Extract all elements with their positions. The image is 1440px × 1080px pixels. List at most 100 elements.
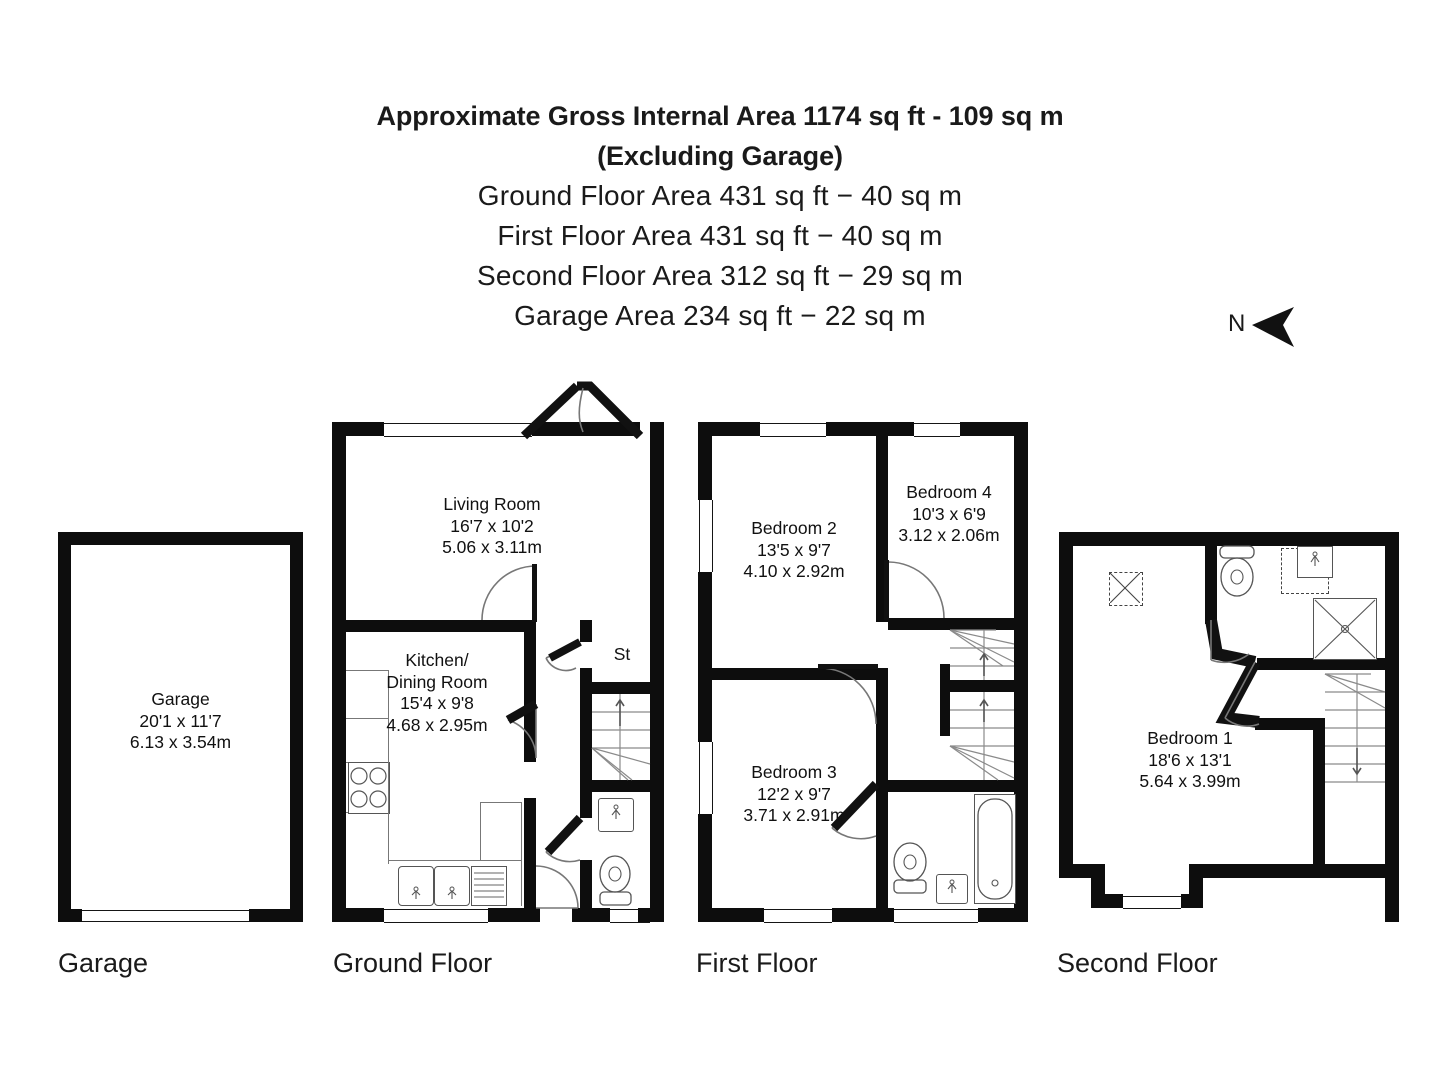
bedroom4-name: Bedroom 4 (906, 482, 992, 502)
first-wall-west-a (698, 422, 712, 500)
kitchen-unit-top-east (480, 802, 522, 804)
bedroom1-imperial: 18'6 x 13'1 (1148, 749, 1232, 770)
ground-floor-caption: Ground Floor (333, 948, 493, 978)
ground-internal-wall-hall-upper (524, 620, 536, 762)
kitchen-dims-metric: 4.68 x 2.95m (386, 714, 488, 735)
garage-wall-north (58, 532, 303, 545)
garage-area-line: Garage Area 234 sq ft − 22 sq m (514, 300, 926, 331)
ground-internal-wall-hall-lower (524, 798, 536, 922)
second-wall-east (1385, 532, 1399, 922)
living-room-imperial: 16'7 x 10'2 (450, 515, 534, 536)
first-staircase-icon (949, 629, 1015, 781)
ground-staircase-icon (591, 694, 651, 781)
ground-wall-south-a (332, 908, 384, 922)
bedroom1-label: Bedroom 1 18'6 x 13'1 5.64 x 3.99m (1085, 728, 1295, 793)
garage-wall-south-left (58, 909, 82, 922)
first-wall-east (1014, 422, 1028, 922)
ensuite-toilet-icon (1219, 545, 1255, 597)
bedroom3-name: Bedroom 3 (751, 762, 837, 782)
ground-wall-st-bottom (580, 682, 650, 694)
second-floor-caption: Second Floor (1057, 948, 1218, 978)
bedroom1-eaves-marking (1109, 572, 1143, 606)
second-floor-area-line: Second Floor Area 312 sq ft − 29 sq m (476, 260, 963, 291)
garage-wall-south-right (249, 909, 303, 922)
bedroom2-window-north (760, 423, 826, 437)
kitchen-unit-edge-east (480, 802, 482, 860)
second-floor-floorplan: Bedroom 1 18'6 x 13'1 5.64 x 3.99m (1059, 532, 1399, 922)
first-wall-landing-bathroom (888, 780, 1014, 792)
bedroom3-imperial: 12'2 x 9'7 (757, 783, 831, 804)
garage-dims-imperial: 20'1 x 11'7 (139, 710, 222, 731)
garage-wall-east (290, 532, 303, 922)
ground-internal-wall-living-kitchen (346, 620, 536, 632)
garage-room-name: Garage (151, 689, 210, 709)
living-room-metric: 5.06 x 3.11m (442, 537, 542, 557)
second-wall-landing-south (1255, 718, 1325, 730)
entrance-porch-canopy (520, 381, 644, 440)
second-wall-south-b (1189, 864, 1385, 878)
ground-floor-area-line: Ground Floor Area 431 sq ft − 40 sq m (477, 180, 963, 211)
garage-door-opening (82, 910, 249, 922)
ground-wall-st-left-a (580, 620, 592, 642)
bedroom3-metric: 3.71 x 2.91m (743, 805, 845, 825)
living-room-window-north (384, 423, 532, 437)
kitchen-sink-right-icon (434, 866, 470, 906)
wc-basin-icon (598, 798, 634, 832)
second-wall-west (1059, 532, 1073, 878)
ground-floor-floorplan: Living Room 16'7 x 10'2 5.06 x 3.11m Kit… (332, 381, 664, 923)
kitchen-base-run-south (388, 860, 522, 862)
ground-wall-south-d (638, 908, 664, 922)
second-wall-north (1059, 532, 1399, 546)
kitchen-worktop-line-1 (346, 670, 388, 672)
second-wall-stairs-west (1313, 718, 1325, 866)
store-cupboard-label: St (592, 644, 652, 666)
kitchen-worktop-line-2 (346, 718, 388, 720)
bedroom1-metric: 5.64 x 3.99m (1139, 771, 1241, 791)
ground-wall-south-c (572, 908, 610, 922)
second-floor-door-swings (1210, 620, 1260, 727)
first-wall-south-c (978, 908, 1028, 922)
bathroom-window-south (894, 909, 978, 923)
north-arrow-icon (1252, 307, 1294, 347)
living-room-label: Living Room 16'7 x 10'2 5.06 x 3.11m (346, 494, 638, 559)
kitchen-name-line2: Dining Room (386, 671, 488, 692)
first-floor-area-line: First Floor Area 431 sq ft − 40 sq m (497, 220, 943, 251)
kitchen-unit-edge-east2 (521, 802, 523, 906)
first-wall-north-a (698, 422, 760, 436)
bedroom3-window-west (699, 742, 713, 814)
bedroom3-window-south (764, 909, 832, 923)
ground-wall-stairs-left (580, 694, 592, 792)
first-wall-landing-bed3 (876, 668, 888, 784)
garage-floor-caption: Garage (58, 948, 149, 978)
bathroom-toilet-icon (893, 842, 927, 894)
ground-wall-east (650, 422, 664, 922)
kitchen-dims-imperial: 15'4 x 9'8 (400, 693, 474, 713)
bedroom3-label: Bedroom 3 12'2 x 9'7 3.71 x 2.91m (712, 762, 876, 827)
bedroom1-name: Bedroom 1 (1147, 728, 1233, 748)
wc-toilet-icon (599, 855, 632, 906)
second-wall-ensuite-west (1205, 546, 1217, 624)
garage-wall-west (58, 532, 71, 922)
second-staircase-icon (1324, 673, 1386, 783)
first-floor-floorplan: Bedroom 2 13'5 x 9'7 4.10 x 2.92m Bedroo… (698, 422, 1028, 923)
ground-wall-north-mid (532, 422, 640, 436)
bedroom4-metric: 3.12 x 2.06m (898, 525, 1000, 545)
first-wall-west-b (698, 572, 712, 742)
first-wall-bed2-bed3 (712, 668, 876, 680)
bedroom2-name: Bedroom 2 (751, 518, 837, 538)
bathroom-bath-icon (974, 794, 1016, 904)
bedroom4-imperial: 10'3 x 6'9 (912, 503, 986, 524)
first-floor-caption: First Floor (696, 948, 818, 978)
bedroom2-label: Bedroom 2 13'5 x 9'7 4.10 x 2.92m (712, 518, 876, 583)
bathroom-basin-icon (936, 874, 968, 904)
kitchen-dining-room-label: Kitchen/ Dining Room 15'4 x 9'8 4.68 x 2… (346, 650, 528, 736)
compass-north-indicator: N (1228, 303, 1294, 351)
first-wall-north-c (960, 422, 1028, 436)
ensuite-shower-icon (1313, 598, 1377, 660)
area-summary-header: Approximate Gross Internal Area 1174 sq … (0, 96, 1440, 336)
first-wall-north-b (826, 422, 914, 436)
kitchen-island-edge (388, 722, 390, 862)
first-wall-south-a (698, 908, 764, 922)
compass-north-label: N (1228, 310, 1246, 337)
store-cupboard-name: St (613, 644, 631, 664)
